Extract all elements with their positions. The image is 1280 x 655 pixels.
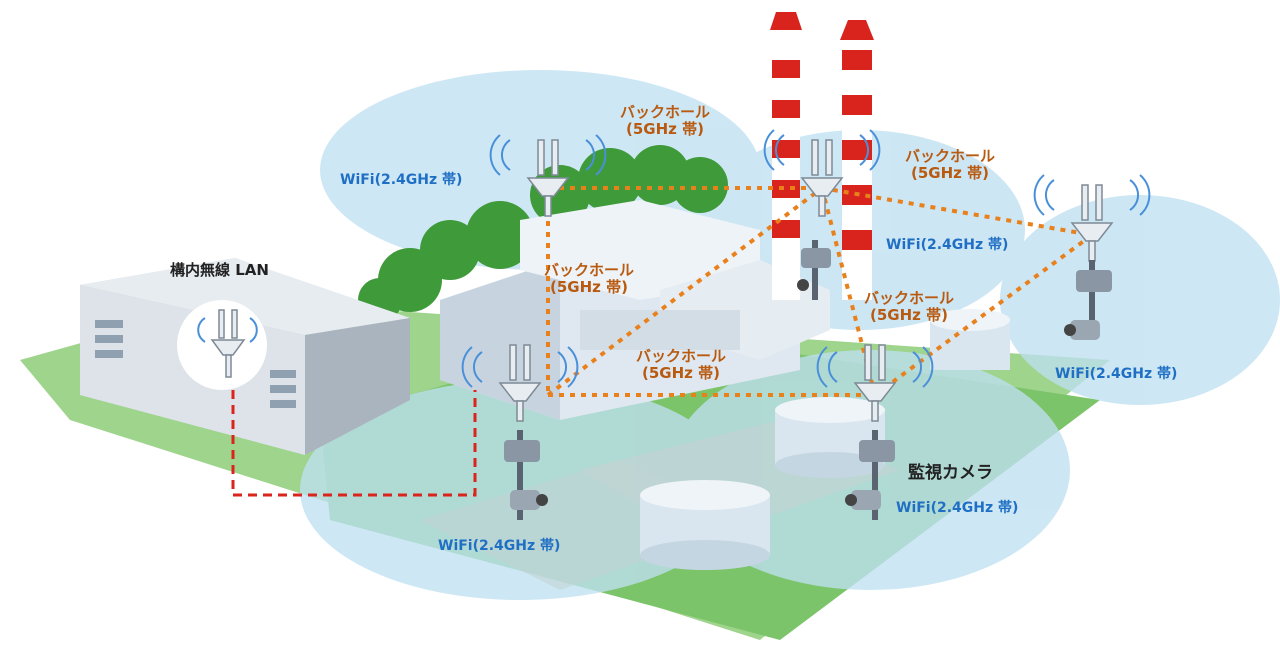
wired-lan-line [231,390,477,497]
tank-icon [640,309,1010,570]
chimney-icon [770,12,874,300]
backhaul-label-top: バックホール(5GHz 帯) [620,103,711,139]
wifi-label-bottom-right: WiFi(2.4GHz 帯) [896,500,1019,516]
camera-label: 監視カメラ [908,463,993,483]
backhaul-label-mid-right: バックホール(5GHz 帯) [864,289,955,325]
wifi-label-center: WiFi(2.4GHz 帯) [886,237,1009,253]
indoor-lan-label: 構内無線 LAN [170,261,269,279]
wifi-label-right: WiFi(2.4GHz 帯) [1055,366,1178,382]
backhaul-label-bottom: バックホール(5GHz 帯) [636,347,727,383]
trees [358,145,728,322]
camera-icon [504,240,1112,520]
backhaul-label-right: バックホール(5GHz 帯) [905,147,996,183]
signal-wave-icon [197,129,1151,388]
access-point-icon [210,139,1114,422]
wifi-label-bottom-left: WiFi(2.4GHz 帯) [438,538,561,554]
wifi-label-top-left: WiFi(2.4GHz 帯) [340,172,463,188]
backhaul-label-mid-left: バックホール(5GHz 帯) [544,261,635,297]
